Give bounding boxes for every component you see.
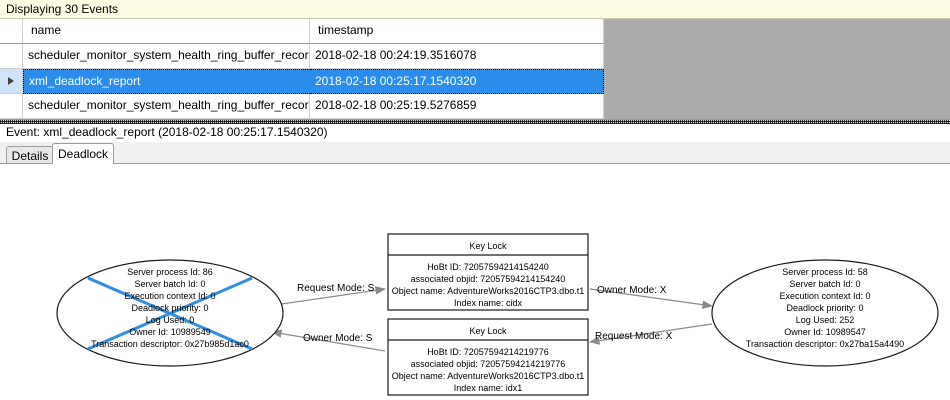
row-name-value: xml_deadlock_report	[29, 74, 141, 88]
key-lock-top-title: Key Lock	[469, 241, 507, 251]
process-right-line-2: Execution context Id: 0	[779, 291, 870, 301]
tab-strip: Details Deadlock	[0, 142, 950, 164]
edge-left-owner-bottom-label: Owner Mode: S	[303, 333, 373, 344]
row-timestamp-cell[interactable]: 2018-02-18 00:25:17.1540320	[310, 69, 604, 94]
edge-left-owner-bottom: Owner Mode: S	[270, 329, 386, 352]
grid-empty-area	[604, 19, 950, 119]
process-right-line-3: Deadlock priority: 0	[786, 303, 863, 313]
row-timestamp-cell[interactable]: 2018-02-18 00:24:19.3516078	[310, 44, 604, 69]
deadlock-graph-svg: Request Mode: S Owner Mode: X Owner Mode…	[56, 233, 939, 396]
deadlock-graph-inner: Request Mode: S Owner Mode: X Owner Mode…	[0, 164, 950, 400]
resource-node-key-lock-top[interactable]: Key Lock HoBt ID: 72057594214154240 asso…	[387, 233, 589, 311]
tab-details[interactable]: Details	[6, 146, 54, 164]
edge-right-request-bottom-label: Request Mode: X	[595, 331, 673, 342]
row-selector-cell[interactable]	[0, 94, 23, 119]
key-lock-bottom-line-2: Object name: AdventureWorks2016CTP3.dbo.…	[392, 371, 584, 381]
key-lock-bottom-line-3: Index name: idx1	[454, 383, 523, 393]
process-right-line-1: Server batch Id: 0	[789, 279, 860, 289]
key-lock-top-line-0: HoBt ID: 72057594214154240	[427, 262, 549, 272]
process-left-line-1: Server batch Id: 0	[134, 279, 205, 289]
table-row[interactable]: scheduler_monitor_system_health_ring_buf…	[0, 44, 604, 69]
tab-deadlock-label: Deadlock	[57, 147, 109, 161]
grid-header-row: name timestamp	[0, 19, 604, 44]
edge-left-request-top-label: Request Mode: S	[297, 283, 375, 294]
grid-header-selector-cell	[0, 19, 23, 44]
resource-node-key-lock-bottom[interactable]: Key Lock HoBt ID: 72057594214219776 asso…	[387, 318, 589, 396]
grid-header-timestamp-label: timestamp	[318, 23, 374, 37]
row-name-value: scheduler_monitor_system_health_ring_buf…	[28, 48, 310, 62]
events-banner-text: Displaying 30 Events	[6, 2, 119, 16]
row-selector-cell[interactable]	[0, 69, 23, 94]
process-left-line-3: Deadlock priority: 0	[131, 303, 208, 313]
process-left-line-6: Transaction descriptor: 0x27b985d1ac0	[91, 339, 249, 349]
row-timestamp-value: 2018-02-18 00:25:19.5276859	[315, 98, 477, 112]
process-left-line-5: Owner Id: 10989549	[129, 327, 211, 337]
edge-left-request-top: Request Mode: S	[267, 283, 387, 307]
edge-right-request-bottom: Request Mode: X	[588, 323, 713, 345]
event-header-text: Event: xml_deadlock_report (2018-02-18 0…	[6, 125, 328, 139]
row-timestamp-value: 2018-02-18 00:25:17.1540320	[315, 74, 477, 88]
process-node-right[interactable]: Server process Id: 58 Server batch Id: 0…	[711, 259, 939, 367]
row-name-value: scheduler_monitor_system_health_ring_buf…	[28, 98, 310, 112]
events-grid[interactable]: name timestamp scheduler_monitor_system_…	[0, 19, 950, 120]
grid-header-name[interactable]: name	[23, 19, 310, 44]
row-timestamp-cell[interactable]: 2018-02-18 00:25:19.5276859	[310, 94, 604, 119]
key-lock-top-line-1: associated objid: 72057594214154240	[411, 274, 566, 284]
event-header: Event: xml_deadlock_report (2018-02-18 0…	[0, 124, 950, 142]
events-banner: Displaying 30 Events	[0, 0, 950, 19]
row-timestamp-value: 2018-02-18 00:24:19.3516078	[315, 48, 477, 62]
row-selector-cell[interactable]	[0, 44, 23, 69]
grid-header-name-label: name	[31, 23, 62, 37]
edge-right-owner-top-label: Owner Mode: X	[597, 285, 667, 296]
process-right-line-0: Server process Id: 58	[782, 267, 868, 277]
process-left-line-0: Server process Id: 86	[127, 267, 213, 277]
process-left-line-4: Log Used: 0	[146, 315, 195, 325]
edge-right-owner-top: Owner Mode: X	[589, 285, 714, 309]
deadlock-graph-canvas[interactable]: Request Mode: S Owner Mode: X Owner Mode…	[0, 163, 950, 400]
key-lock-top-line-2: Object name: AdventureWorks2016CTP3.dbo.…	[392, 286, 584, 296]
table-row[interactable]: scheduler_monitor_system_health_ring_buf…	[0, 94, 604, 119]
process-left-line-2: Execution context Id: 0	[124, 291, 215, 301]
key-lock-bottom-line-1: associated objid: 72057594214219776	[411, 359, 566, 369]
key-lock-bottom-title: Key Lock	[469, 326, 507, 336]
tab-details-label: Details	[11, 148, 49, 163]
pane-splitter[interactable]	[0, 120, 950, 124]
tab-deadlock[interactable]: Deadlock	[52, 143, 114, 164]
process-right-line-6: Transaction descriptor: 0x27ba15a4490	[746, 339, 904, 349]
row-name-cell[interactable]: scheduler_monitor_system_health_ring_buf…	[23, 94, 310, 119]
process-node-left[interactable]: Server process Id: 86 Server batch Id: 0…	[56, 259, 284, 367]
row-selector-triangle-icon	[8, 77, 14, 85]
grid-header-timestamp[interactable]: timestamp	[310, 19, 604, 44]
row-name-cell[interactable]: xml_deadlock_report	[23, 69, 310, 94]
key-lock-bottom-line-0: HoBt ID: 72057594214219776	[427, 347, 549, 357]
process-right-line-5: Owner Id: 10989547	[784, 327, 866, 337]
process-right-line-4: Log Used: 252	[796, 315, 855, 325]
table-row-selected[interactable]: xml_deadlock_report 2018-02-18 00:25:17.…	[0, 69, 604, 94]
row-name-cell[interactable]: scheduler_monitor_system_health_ring_buf…	[23, 44, 310, 69]
key-lock-top-line-3: Index name: cidx	[454, 298, 523, 308]
